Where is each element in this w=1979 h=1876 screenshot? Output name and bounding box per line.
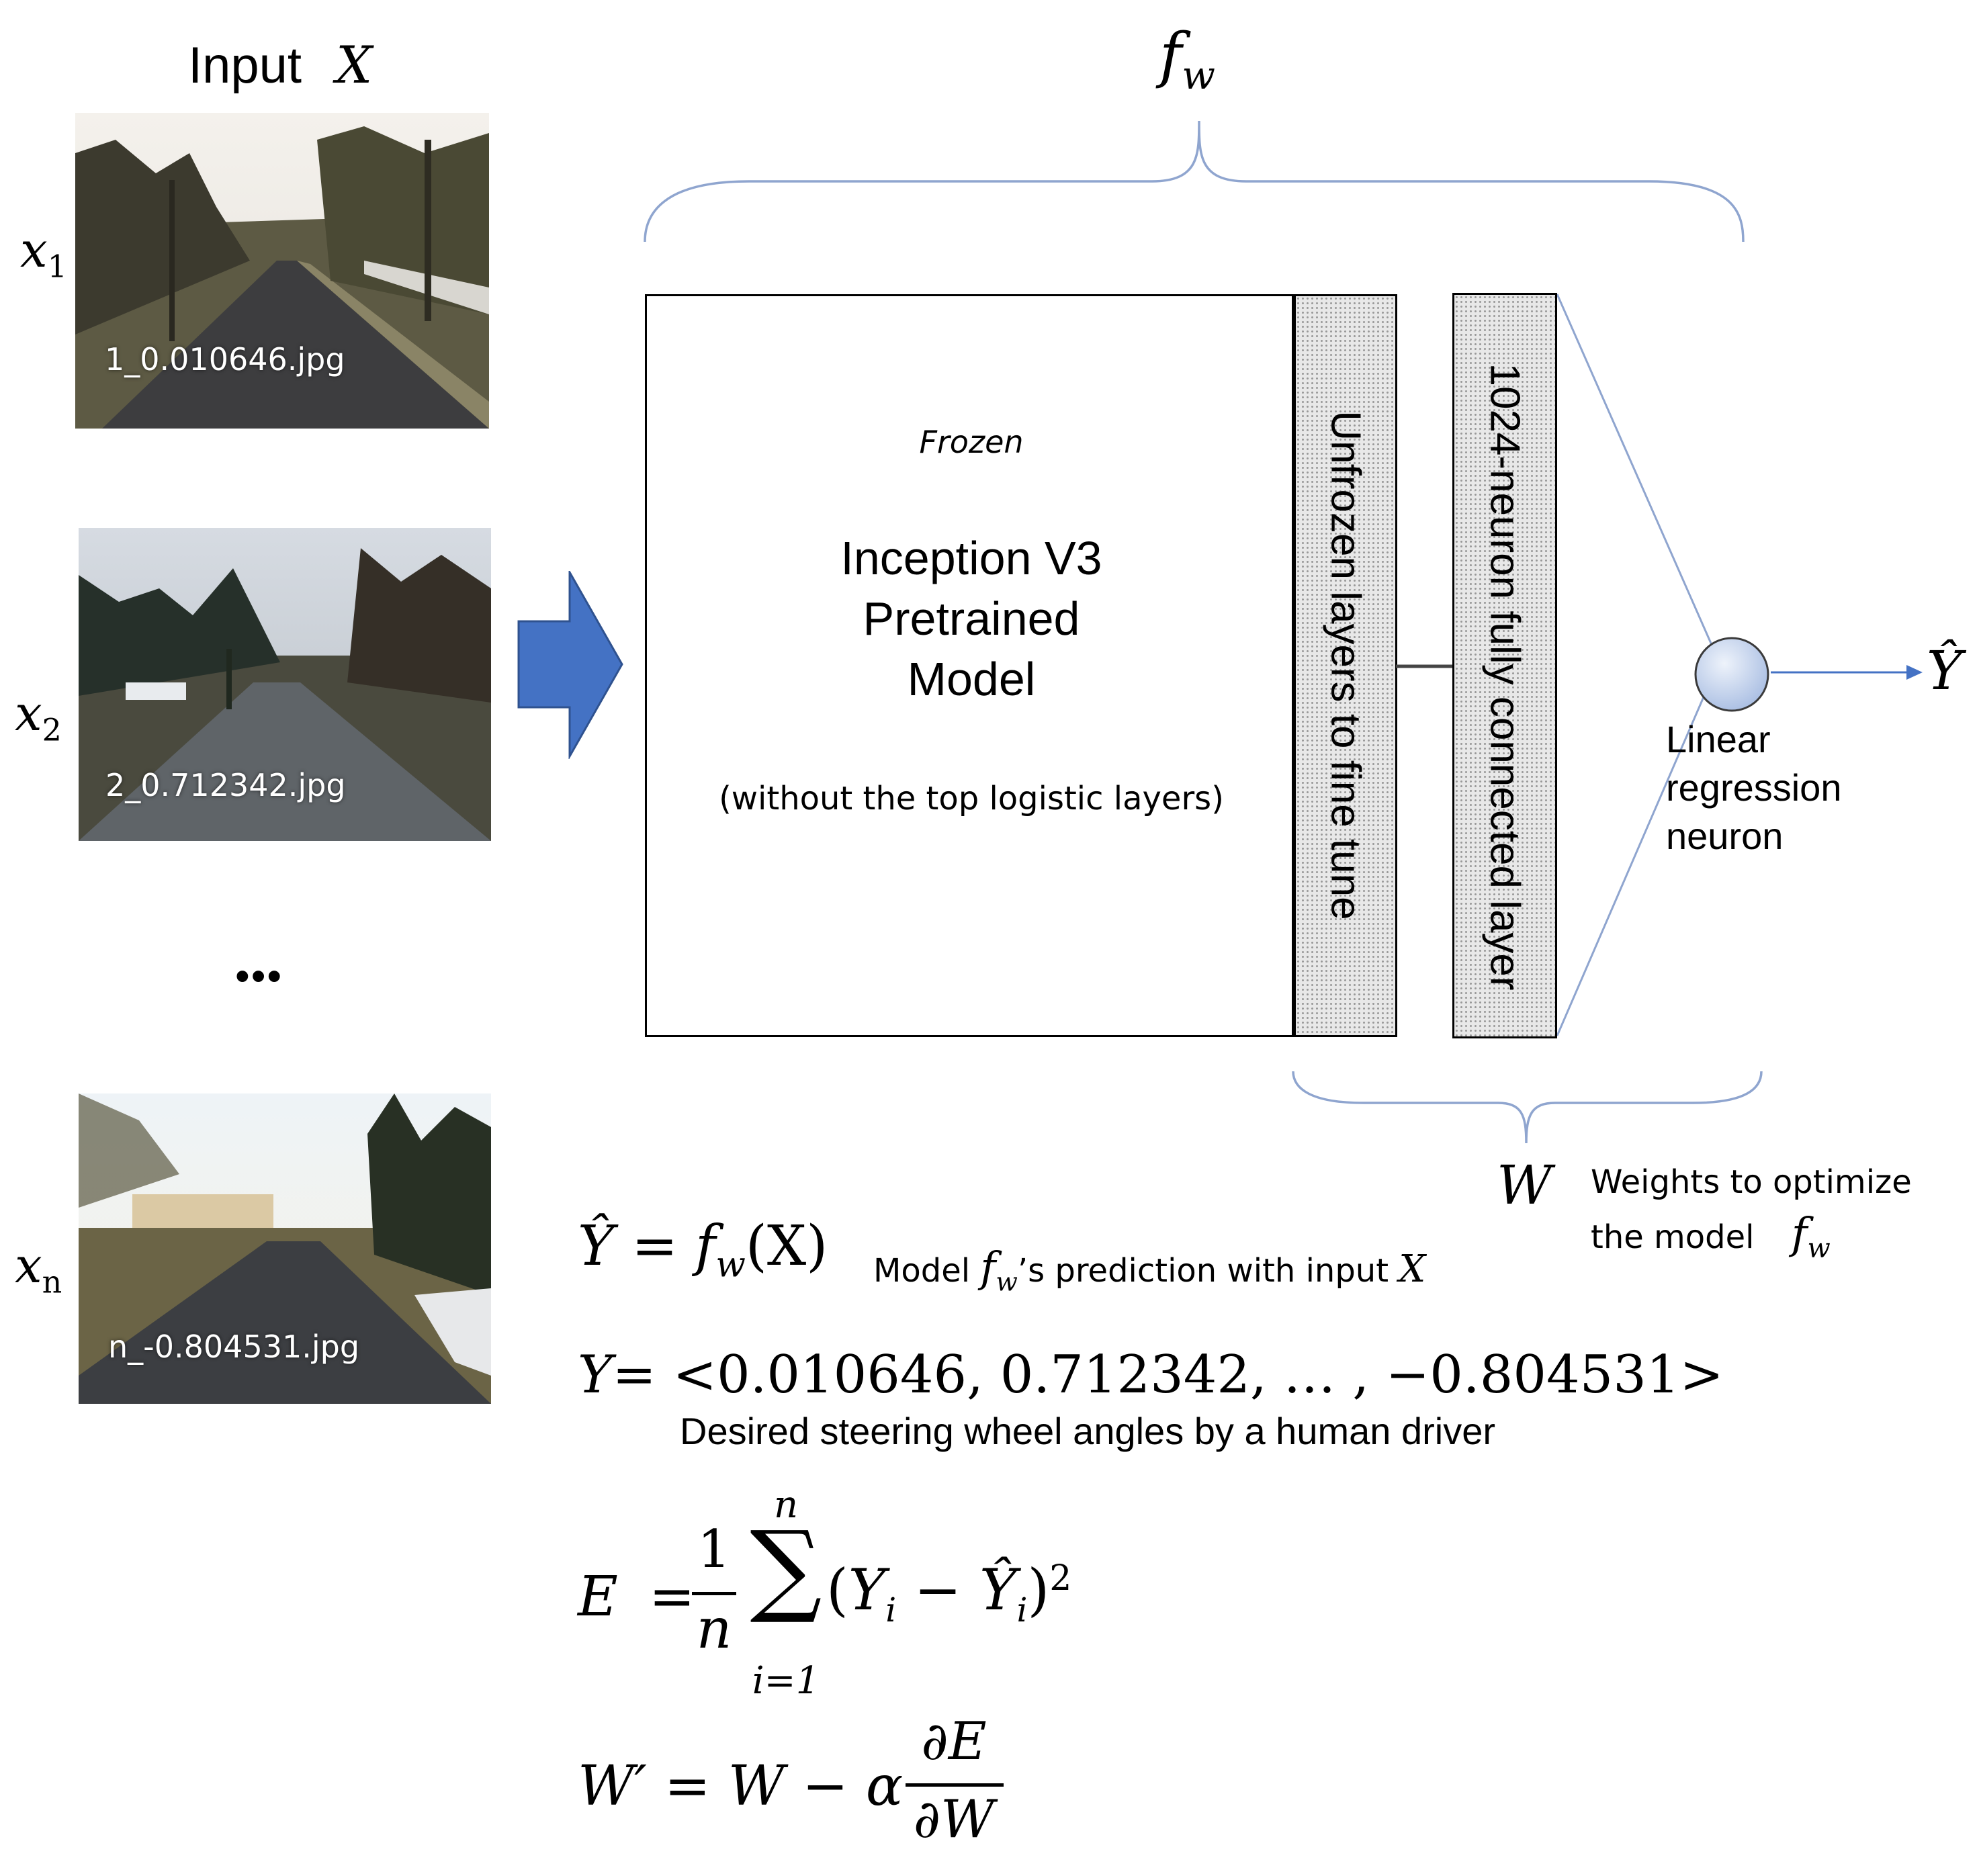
input-filename-2: 2_0.712342.jpg <box>105 767 346 803</box>
eq-error-frac-den: n <box>696 1597 732 1661</box>
input-image-2: 2_0.712342.jpg <box>79 528 491 841</box>
frozen-model-box: Frozen Inception V3 Pretrained Model (wi… <box>645 294 1294 1037</box>
eq-target-note: Desired steering wheel angles by a human… <box>680 1410 1495 1452</box>
top-brace <box>644 120 1745 242</box>
input-var-x1: x1 <box>20 222 67 285</box>
eq-prediction: Ŷ = fw(X) <box>578 1214 828 1286</box>
eq-error-frac-bar <box>692 1592 736 1595</box>
eq-update-lhs: W′ = W − α <box>578 1754 904 1818</box>
input-image-n: n_-0.804531.jpg <box>79 1093 491 1404</box>
eq-prediction-note: Model fw’s prediction with input X <box>873 1243 1426 1297</box>
neuron-label-line2: regression <box>1666 766 1842 809</box>
eq-error-sum-upper: n <box>773 1483 799 1527</box>
weights-note-line1: Weights to optimize <box>1591 1163 1912 1201</box>
eq-target: Y= <0.010646, 0.712342, … , −0.804531> <box>578 1345 1724 1405</box>
neuron-label-line3: neuron <box>1666 815 1784 857</box>
eq-error-frac-num: 1 <box>697 1519 731 1580</box>
eq-update-bar <box>906 1783 1004 1787</box>
model-subtitle: (without the top logistic layers) <box>719 780 1224 817</box>
input-image-1: 1_0.010646.jpg <box>75 113 489 429</box>
output-y-hat: Ŷ <box>1927 639 1962 702</box>
eq-error-sum-lower: i=1 <box>752 1659 820 1703</box>
neuron-connections <box>1557 294 1923 1036</box>
input-var: X <box>336 35 373 95</box>
model-title-line1: Inception V3 <box>840 532 1102 584</box>
model-title-line3: Model <box>907 653 1036 705</box>
top-brace-label: fw <box>1159 20 1215 98</box>
input-filename-n: n_-0.804531.jpg <box>108 1329 360 1365</box>
weights-note-line2: the model fw <box>1591 1209 1831 1264</box>
bottom-brace <box>1292 1071 1763 1144</box>
input-var-xn: xn <box>15 1237 62 1300</box>
neuron-label-line1: Linear <box>1666 718 1771 760</box>
ellipsis: ••• <box>235 953 283 999</box>
input-var-x2: x2 <box>15 685 62 748</box>
regression-neuron-icon <box>1694 637 1769 712</box>
model-title-line2: Pretrained <box>863 592 1080 645</box>
layer-connector <box>1396 664 1456 668</box>
eq-error-body: (Yi − Ŷi)2 <box>826 1557 1072 1629</box>
eq-update-num: ∂E <box>921 1711 987 1772</box>
dense-layer-label: 1024-neuron fully connected layer <box>1481 363 1528 991</box>
dense-layer <box>1452 293 1557 1038</box>
input-label: Input <box>188 37 302 94</box>
eq-error-lhs: E = <box>578 1565 695 1629</box>
eq-update-den: ∂W <box>913 1789 995 1850</box>
unfrozen-layers-label: Unfrozen layers to fine tune <box>1322 410 1369 920</box>
weights-var: W <box>1497 1154 1552 1216</box>
input-filename-1: 1_0.010646.jpg <box>105 341 345 377</box>
frozen-tag: Frozen <box>919 424 1024 460</box>
input-header: Input X <box>188 35 372 95</box>
input-arrow-icon <box>517 571 623 759</box>
eq-error-sigma: ∑ <box>750 1510 822 1627</box>
